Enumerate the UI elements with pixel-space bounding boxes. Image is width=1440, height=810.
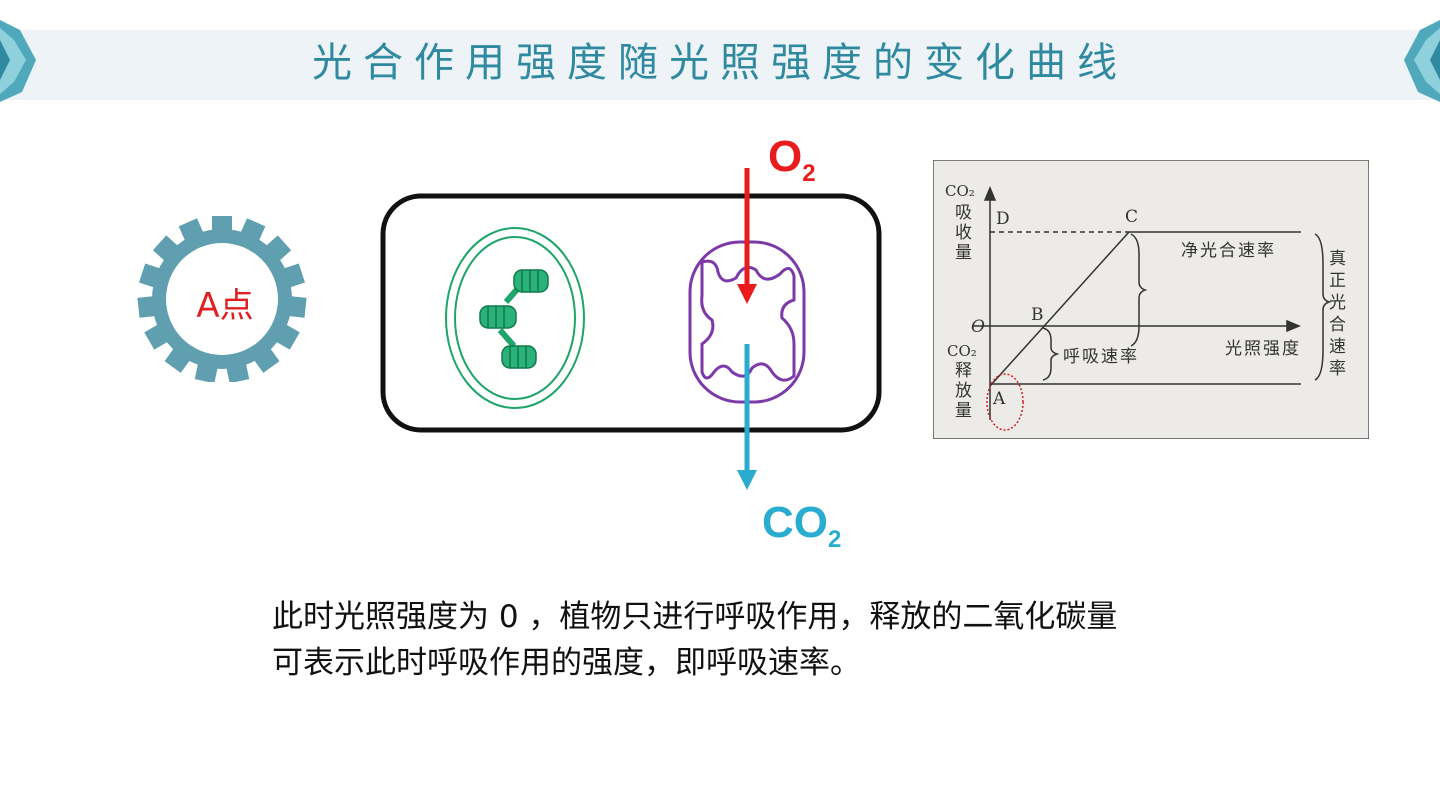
description-line-2: 可表示此时呼吸作用的强度，即呼吸速率。 — [272, 645, 861, 681]
description: 此时光照强度为 0 ，植物只进行呼吸作用，释放的二氧化碳量 可表示此时呼吸作用的… — [272, 594, 1172, 686]
graph-true-rate-2: 正 — [1329, 271, 1346, 291]
right-crystal-decoration — [1404, 20, 1440, 102]
left-crystal-decoration — [0, 20, 36, 102]
graph-resp-rate: 呼吸速率 — [1063, 347, 1139, 367]
graph-true-rate-4: 合 — [1329, 315, 1346, 335]
point-a-label: A点 — [196, 286, 254, 326]
graph-y-bottom-label-3: 放 — [955, 381, 972, 401]
graph-y-bottom-label-2: 释 — [955, 361, 972, 381]
graph-net-rate: 净光合速率 — [1181, 241, 1276, 261]
graph-point-a: A — [992, 389, 1006, 409]
cell-outline — [380, 193, 882, 433]
description-line-1: 此时光照强度为 0 ，植物只进行呼吸作用，释放的二氧化碳量 — [272, 599, 1118, 635]
graph-y-top-label-2: 吸 — [955, 203, 972, 223]
o2-label: O2 — [768, 132, 816, 187]
graph-y-bottom-label-4: 量 — [955, 401, 972, 421]
graph-true-rate-5: 速 — [1329, 337, 1346, 357]
slide-title: 光合作用强度随光照强度的变化曲线 — [312, 40, 1128, 86]
graph-y-top-label-3: 收 — [955, 223, 972, 243]
photosynthesis-graph-photo: CO₂ 吸 收 量 D C 净光合速率 O B CO₂ 释 放 量 呼吸速率 光… — [933, 160, 1369, 439]
graph-point-c: C — [1125, 207, 1138, 227]
gear-icon — [137, 216, 307, 382]
graph-true-rate-1: 真 — [1329, 249, 1346, 269]
point-a-highlight — [986, 373, 1024, 431]
graph-true-rate-3: 光 — [1329, 293, 1346, 313]
graph-y-top-label-4: 量 — [955, 243, 972, 263]
graph-y-top-label-1: CO₂ — [945, 182, 975, 200]
title-banner: 光合作用强度随光照强度的变化曲线 — [0, 30, 1440, 100]
graph-x-label: 光照强度 — [1225, 339, 1301, 359]
graph-true-rate-6: 率 — [1329, 359, 1346, 379]
graph-point-b: B — [1031, 305, 1044, 325]
chloroplast-icon — [445, 227, 585, 409]
graph-point-d: D — [996, 209, 1010, 229]
co2-label: CO2 — [762, 498, 842, 553]
graph-point-o: O — [971, 317, 985, 337]
graph-y-bottom-label-1: CO₂ — [947, 342, 977, 360]
